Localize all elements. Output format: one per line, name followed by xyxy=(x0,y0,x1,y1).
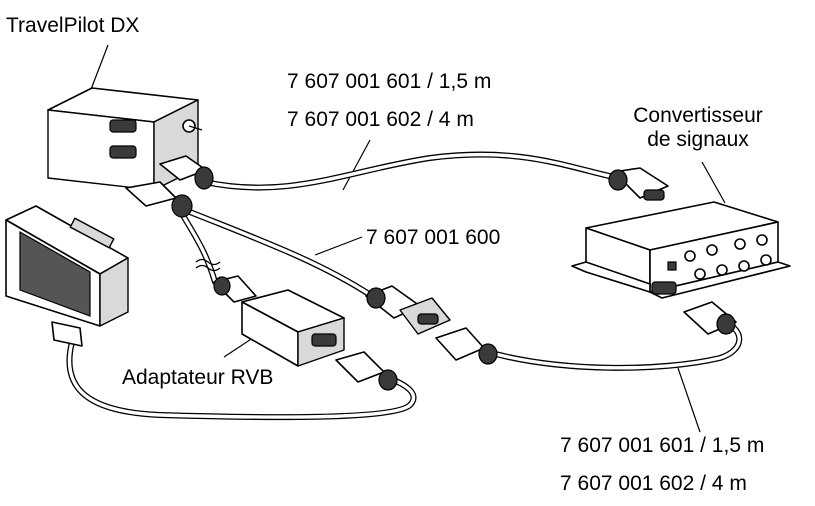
leader-lines xyxy=(89,44,726,433)
plug-head-bottom xyxy=(125,181,193,218)
label-cable-mid: 7 607 001 600 xyxy=(366,226,501,249)
connector-pair xyxy=(365,285,498,365)
label-cable-bottom-1: 7 607 001 601 / 1,5 m xyxy=(560,434,765,457)
cable-monitor-to-adapter xyxy=(66,339,417,421)
plug-converter-top xyxy=(608,167,669,201)
monitor xyxy=(5,205,129,347)
cable-converter-to-connector xyxy=(485,319,743,371)
plug-head-top xyxy=(159,155,214,190)
label-cable-top-2: 7 607 001 602 / 4 m xyxy=(287,108,474,131)
label-travelpilot: TravelPilot DX xyxy=(6,14,140,37)
plug-converter-bottom xyxy=(683,301,737,335)
plug-adapter-output xyxy=(335,351,398,391)
label-cable-top-1: 7 607 001 601 / 1,5 m xyxy=(287,70,492,93)
label-rgb-adapter: Adaptateur RVB xyxy=(122,366,274,389)
label-converter: Convertisseur de signaux xyxy=(626,104,770,152)
label-cable-bottom-2: 7 607 001 602 / 4 m xyxy=(560,472,747,495)
rgb-adapter xyxy=(213,275,345,367)
cable-break-mark xyxy=(195,258,221,272)
cable-head-to-converter xyxy=(202,151,621,191)
label-converter-line-2: de signaux xyxy=(647,128,749,151)
label-converter-line-1: Convertisseur xyxy=(633,104,763,127)
cable-head-to-connector-pair xyxy=(187,209,375,299)
signal-converter xyxy=(571,201,791,299)
